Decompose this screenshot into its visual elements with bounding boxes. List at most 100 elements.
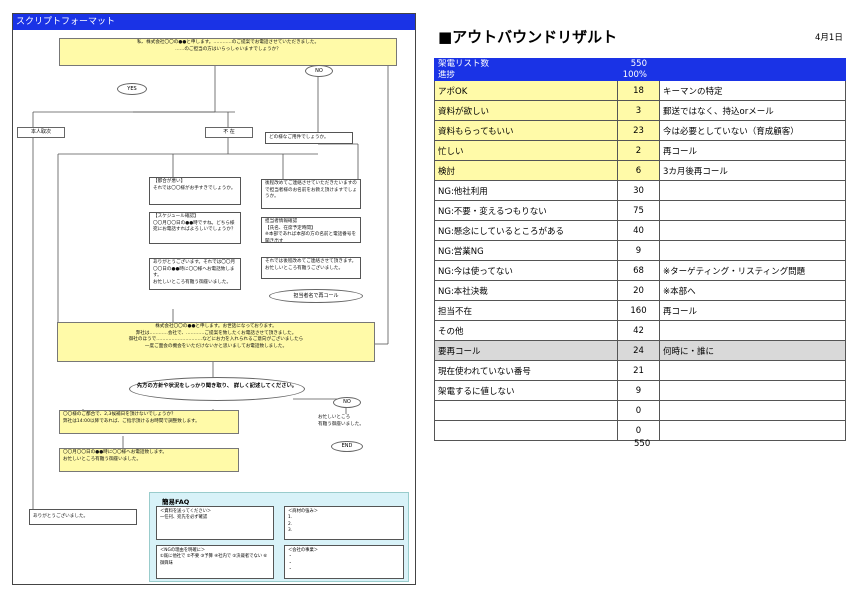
intro-box: 株式会社〇〇の●●と申します。お世話になっております。 弊社は…………会社で、…… [57,322,375,362]
row-label: 架電するに値しない [434,380,618,401]
appointment-box: 〇〇様のご都合で、2,3候補日を頂けないでしょうか？ 弊社は14:00以降であれ… [59,410,239,434]
result-date: 4月1日 [815,33,843,43]
row-label: 忙しい [434,140,618,161]
opening-greeting: 私、株式会社〇〇の●●と申します。…………のご提案でお電話させていただきました。… [59,38,397,66]
header-blank [659,69,846,81]
row-label: 担当不在 [434,300,618,321]
no-branch-label: NO [305,65,333,77]
row-note [659,400,846,421]
header-value: 100% [617,69,660,81]
row-value: 42 [617,320,660,341]
later2-box: それでは後程改めてご連絡させて頂きます。 お忙しいところ有難うございました。 [261,257,361,279]
header-value: 550 [617,58,660,70]
contact-info-box: 担当者情報確認 【氏名、在席予定時間】 ※本部であれば本部の方の名前と電話番号を… [261,217,361,243]
table-row: 0 [434,420,846,441]
row-label: NG:営業NG [434,240,618,261]
fuzai-label: 不 在 [205,127,253,138]
row-note [659,180,846,201]
row-note [659,360,846,381]
row-label: NG:本社決裁 [434,280,618,301]
row-label: NG:他社利用 [434,180,618,201]
row-label: アポOK [434,80,618,101]
later-box: 後程改めてご連絡させていただきたいますので担当者様のお名前をお教え頂けますでしょ… [261,179,361,209]
header-blank [659,58,846,70]
script-format-header: スクリプトフォーマット [13,14,415,30]
row-note [659,420,846,441]
result-title: ■アウトバウンドリザルト [438,28,618,46]
row-label: その他 [434,320,618,341]
row-note: 何時に・誰に [659,340,846,361]
row-note: 3カ月後再コール [659,160,846,181]
row-note: 今は必要としていない（育成顧客） [659,120,846,141]
row-label [434,400,618,421]
row-label: 要再コール [434,340,618,361]
row-value: 20 [617,280,660,301]
row-value: 75 [617,200,660,221]
row-note: ※ターゲティング・リスティング問題 [659,260,846,281]
faq-title: 簡易FAQ [162,498,190,506]
row-note [659,380,846,401]
row-note: 再コール [659,140,846,161]
row-value: 3 [617,100,660,121]
row-value: 9 [617,240,660,261]
row-note: ※本部へ [659,280,846,301]
row-note: キーマンの特定 [659,80,846,101]
thank-you-box: ありがとうございました。 [29,509,137,525]
faq-company-business: ＜会社の事業＞ ・ ・ ・ [284,545,404,579]
row-label: 資料もらってもいい [434,120,618,141]
row-note [659,320,846,341]
row-label: NG:不要・変えるつもりない [434,200,618,221]
header-label: 進捗 [434,69,618,81]
row-value: 18 [617,80,660,101]
row-label [434,420,618,441]
faq-product-strengths: ＜商材の強み＞ 1. 2. 3. [284,506,404,540]
faq-panel: 簡易FAQ ＜資料を送ってください＞ 一任刊、宛先を必ず確認 ＜NGの理由を明確… [149,492,409,582]
row-value: 30 [617,180,660,201]
header-label: 架電リスト数 [434,58,618,70]
row-value: 0 [617,400,660,421]
row-value: 40 [617,220,660,241]
row-note [659,220,846,241]
no2-branch-label: NO [333,397,361,408]
confirm-box: 〇〇月〇〇日の●●時に〇〇様へお電話致します。 お忙しいところ有難う御座いました… [59,448,239,472]
faq-ng-reasons: ＜NGの理由を明確に＞ ①既に他社で ②不要 ③予算 ④社内で ⑤決裁者でない … [156,545,274,579]
result-total: 550 [634,439,651,449]
table-row: 0 [434,400,846,421]
row-note: 郵送ではなく、持込orメール [659,100,846,121]
schedule-box: 【スケジュール確認】 〇〇月〇〇日の●●時ですね。どちら様宛にお電話すればよろし… [149,212,241,244]
yes-branch-label: YES [117,83,147,95]
thanks-box: ありがとうございます。それでは〇〇月〇〇日の●●時に〇〇様へお電話致します。 お… [149,258,241,290]
row-value: 24 [617,340,660,361]
recall-oval: 担当者名で再コール [269,289,363,303]
row-note: 再コール [659,300,846,321]
honnin-torituki-label: 本人取次 [17,127,65,138]
row-label: NG:懸念にしているところがある [434,220,618,241]
row-value: 21 [617,360,660,381]
row-value: 68 [617,260,660,281]
row-label: 検討 [434,160,618,181]
row-label: 資料が欲しい [434,100,618,121]
row-label: NG:今は使ってない [434,260,618,281]
row-value: 9 [617,380,660,401]
end-oval: END [331,441,363,452]
row-note [659,200,846,221]
row-value: 160 [617,300,660,321]
row-value: 23 [617,120,660,141]
yoken-question: どの様なご用件でしょうか。 [265,132,353,144]
